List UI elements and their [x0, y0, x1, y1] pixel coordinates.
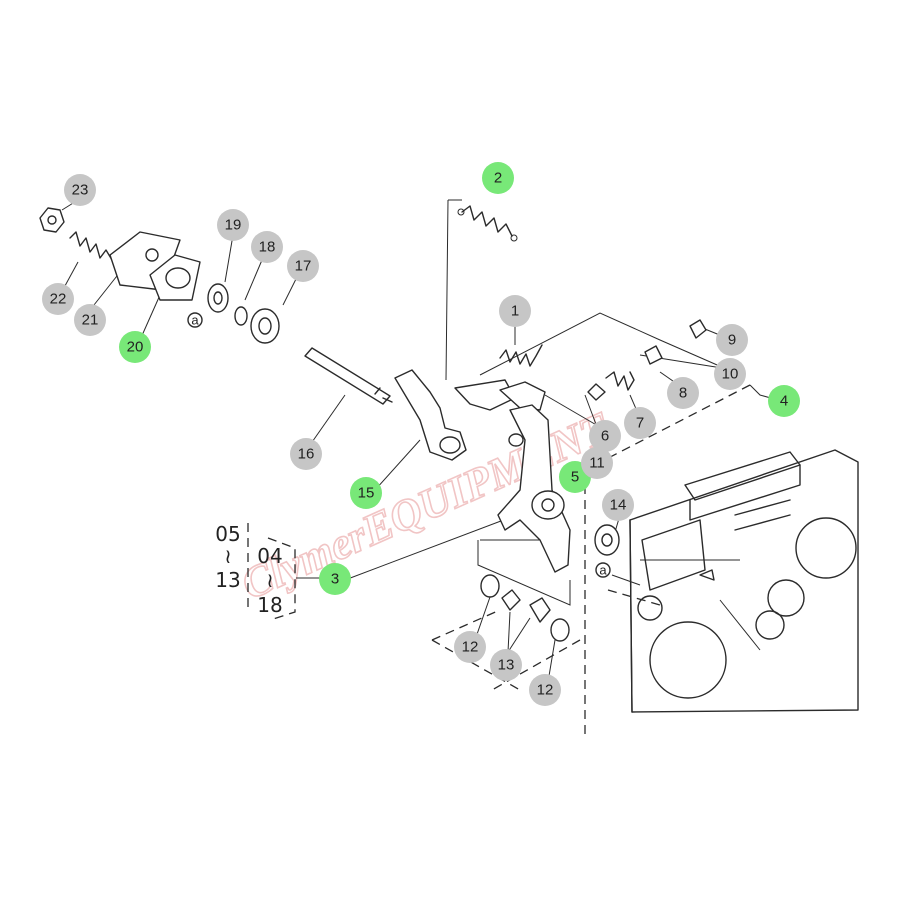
- callout-bubble: [490, 649, 522, 681]
- callout-8: 8: [667, 377, 699, 409]
- callout-label: 4: [780, 393, 788, 410]
- callout-1: 1: [499, 295, 531, 327]
- engine-block: [629, 449, 859, 713]
- callout-bubble: [287, 250, 319, 282]
- callout-label: 12: [462, 639, 479, 656]
- callout-6: 6: [589, 420, 621, 452]
- center-linkage: [394, 205, 707, 642]
- callout-bubble: [454, 631, 486, 663]
- callout-label: 12: [537, 682, 554, 699]
- callout-label: 3: [331, 571, 339, 588]
- callout-13: 13: [490, 649, 522, 681]
- callout-bubble: [217, 209, 249, 241]
- callout-23: 23: [64, 174, 96, 206]
- callout-3: 3: [319, 563, 351, 595]
- callout-bubble: [768, 385, 800, 417]
- callout-label: 20: [127, 339, 144, 356]
- range-start-right: 04: [257, 544, 282, 568]
- left-assembly: [39, 207, 641, 586]
- range-end-bottom: 13: [215, 568, 240, 592]
- callout-label: 23: [72, 182, 89, 199]
- callout-bubble: [42, 283, 74, 315]
- symbol-a-right: a: [599, 563, 607, 578]
- callout-label: 5: [571, 469, 579, 486]
- callout-label: 9: [728, 332, 736, 349]
- range-end-right: 18: [257, 593, 282, 617]
- symbol-a-left: a: [191, 313, 199, 328]
- callout-bubble: [64, 174, 96, 206]
- range-tilde-left: ≀: [224, 544, 232, 568]
- callout-label: 13: [498, 657, 515, 674]
- callout-19: 19: [217, 209, 249, 241]
- callout-bubble: [716, 324, 748, 356]
- callout-12: 12: [529, 674, 561, 706]
- callout-7: 7: [624, 407, 656, 439]
- callout-label: 1: [511, 303, 519, 320]
- callout-22: 22: [42, 283, 74, 315]
- callout-bubble: [624, 407, 656, 439]
- callout-21: 21: [74, 304, 106, 336]
- dashed-guides: [431, 384, 751, 735]
- callout-14: 14: [602, 489, 634, 521]
- callout-12: 12: [454, 631, 486, 663]
- callout-bubble: [319, 563, 351, 595]
- callout-17: 17: [287, 250, 319, 282]
- callout-bubble: [499, 295, 531, 327]
- callout-label: 10: [722, 366, 739, 383]
- callout-bubble: [350, 477, 382, 509]
- callout-15: 15: [350, 477, 382, 509]
- callout-16: 16: [290, 438, 322, 470]
- callout-label: 19: [225, 217, 242, 234]
- callout-bubble: [74, 304, 106, 336]
- serial-range-bracket: 05 ≀ 13 04 ≀ 18: [215, 522, 320, 621]
- callout-label: 8: [679, 385, 687, 402]
- callout-2: 2: [482, 162, 514, 194]
- callout-18: 18: [251, 231, 283, 263]
- callout-label: 16: [298, 446, 315, 463]
- callout-bubble: [482, 162, 514, 194]
- callout-bubble: [714, 358, 746, 390]
- callout-label: 18: [259, 239, 276, 256]
- callout-label: 6: [601, 428, 609, 445]
- callout-bubble: [251, 231, 283, 263]
- callout-label: 7: [636, 415, 644, 432]
- callout-label: 17: [295, 258, 312, 275]
- callout-bubble: [290, 438, 322, 470]
- callout-9: 9: [716, 324, 748, 356]
- range-tilde-right: ≀: [266, 568, 274, 592]
- callout-label: 14: [610, 497, 627, 514]
- callout-bubble: [529, 674, 561, 706]
- range-start-top: 05: [215, 522, 240, 546]
- callout-bubble: [119, 331, 151, 363]
- callout-bubble: [581, 447, 613, 479]
- callout-4: 4: [768, 385, 800, 417]
- callout-10: 10: [714, 358, 746, 390]
- callout-label: 21: [82, 312, 99, 329]
- callout-bubble: [589, 420, 621, 452]
- callout-label: 15: [358, 485, 375, 502]
- callout-bubble: [667, 377, 699, 409]
- callout-label: 11: [589, 455, 605, 472]
- callout-label: 22: [50, 291, 67, 308]
- callout-bubble: [602, 489, 634, 521]
- callout-20: 20: [119, 331, 151, 363]
- callout-label: 2: [494, 170, 502, 187]
- callout-11: 11: [581, 447, 613, 479]
